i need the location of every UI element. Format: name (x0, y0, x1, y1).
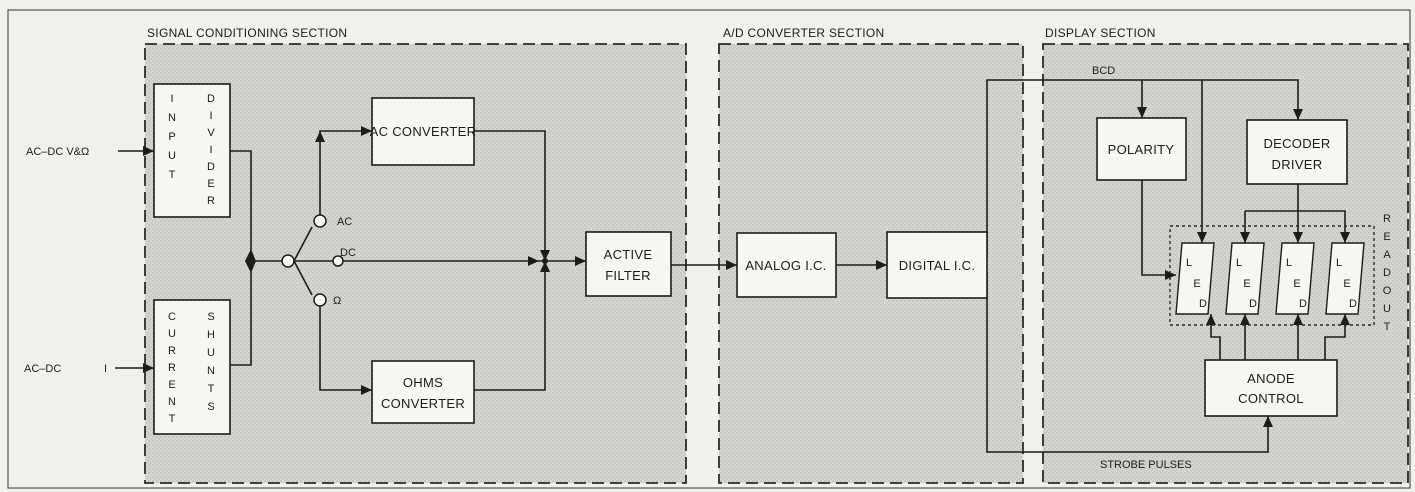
display-section-title: DISPLAY SECTION (1045, 26, 1156, 40)
readout-letter: O (1383, 285, 1392, 297)
current-shunts-right-letter: S (207, 401, 214, 413)
switch-dc-label: DC (340, 247, 356, 259)
current-symbol: I (104, 363, 107, 375)
led-digit: LED (1275, 242, 1315, 315)
input-divider-right-letter: R (207, 195, 215, 207)
ohms-converter-block: OHMS CONVERTER (371, 360, 475, 424)
led-digit: LED (1325, 242, 1365, 315)
led-letter: D (1199, 298, 1207, 310)
led-letter: D (1299, 298, 1307, 310)
led-letter: E (1343, 278, 1350, 290)
ad-section-title: A/D CONVERTER SECTION (723, 26, 884, 40)
current-shunts-left-letter: C (168, 311, 176, 323)
active-filter-block: ACTIVE FILTER (585, 231, 672, 297)
led-letter: L (1336, 257, 1342, 269)
digital-ic-block: DIGITAL I.C. (886, 231, 988, 299)
switch-ac-label: AC (337, 216, 352, 228)
led-digit: LED (1225, 242, 1265, 315)
active-filter-line2: FILTER (605, 268, 651, 283)
active-filter-line1: ACTIVE (604, 247, 653, 262)
current-shunts-left-letter: E (168, 379, 175, 391)
digital-ic-label: DIGITAL I.C. (899, 258, 976, 273)
input-divider-left-letter: N (168, 112, 176, 124)
bcd-label: BCD (1092, 65, 1115, 77)
input-divider-left-letter: U (168, 150, 176, 162)
current-shunts-left-letter: N (168, 396, 176, 408)
ohms-converter-line2: CONVERTER (381, 396, 465, 411)
input-divider-left-letter: I (170, 93, 173, 105)
input-divider-right-letter: D (207, 161, 215, 173)
readout-letter: U (1383, 303, 1391, 315)
input-divider-right-letter: I (209, 144, 212, 156)
input-divider-right-letter: D (207, 93, 215, 105)
led-letter: E (1193, 278, 1200, 290)
readout-letter: E (1383, 231, 1390, 243)
wiring (115, 79, 1346, 453)
readout-letter: T (1384, 321, 1391, 333)
polarity-block: POLARITY (1096, 117, 1187, 181)
summing-node (542, 258, 548, 264)
anode-control-line1: ANODE (1247, 371, 1295, 386)
current-shunts-right-letter: U (207, 347, 215, 359)
ac-converter-block: AC CONVERTER (370, 97, 477, 166)
analog-ic-label: ANALOG I.C. (745, 258, 826, 273)
readout-letter: R (1383, 213, 1391, 225)
current-shunts-left-letter: U (168, 328, 176, 340)
ohms-switch-contact (313, 293, 327, 307)
led-letter: L (1236, 257, 1242, 269)
current-shunts-right-letter: S (207, 311, 214, 323)
dc-switch-contact (332, 255, 344, 267)
current-shunts-left-letter: R (168, 345, 176, 357)
voltage-input-label: AC–DC V&Ω (26, 146, 89, 158)
function-switch-pole (281, 254, 295, 268)
readout-letter: A (1383, 249, 1391, 261)
ohms-converter-line1: OHMS (403, 375, 443, 390)
input-divider-right-letter: V (207, 127, 215, 139)
led-letter: E (1243, 278, 1250, 290)
ac-converter-label: AC CONVERTER (370, 124, 477, 139)
anode-control-line2: CONTROL (1238, 391, 1304, 406)
led-letter: D (1249, 298, 1257, 310)
current-input-label: AC–DC (24, 363, 61, 375)
led-letter: L (1186, 257, 1192, 269)
polarity-label: POLARITY (1108, 142, 1175, 157)
decoder-driver-line1: DECODER (1263, 136, 1330, 151)
led-letter: E (1293, 278, 1300, 290)
current-shunts-right-letter: H (207, 329, 215, 341)
diagram-frame (7, 9, 1411, 489)
arrowheads (143, 107, 1350, 427)
current-shunts-right-letter: T (208, 383, 215, 395)
current-shunts-right-letter: N (207, 365, 215, 377)
current-shunts-left-letter: R (168, 362, 176, 374)
input-divider-right-letter: E (207, 178, 214, 190)
switch-ohm-label: Ω (333, 295, 341, 307)
readout-letter: D (1383, 267, 1391, 279)
ac-switch-contact (313, 214, 327, 228)
junction-node (248, 258, 254, 264)
anode-control-block: ANODE CONTROL (1204, 359, 1338, 417)
strobe-pulses-label: STROBE PULSES (1100, 459, 1192, 471)
input-divider-right-letter: I (209, 110, 212, 122)
input-divider-left-letter: P (168, 131, 175, 143)
input-divider-left-letter: T (169, 169, 176, 181)
decoder-driver-line2: DRIVER (1272, 157, 1323, 172)
decoder-driver-block: DECODER DRIVER (1246, 119, 1348, 185)
led-letter: D (1349, 298, 1357, 310)
led-letter: L (1286, 257, 1292, 269)
analog-ic-block: ANALOG I.C. (736, 232, 837, 298)
current-shunts-left-letter: T (169, 413, 176, 425)
signal-section-title: SIGNAL CONDITIONING SECTION (147, 26, 347, 40)
led-digit: LED (1175, 242, 1215, 315)
